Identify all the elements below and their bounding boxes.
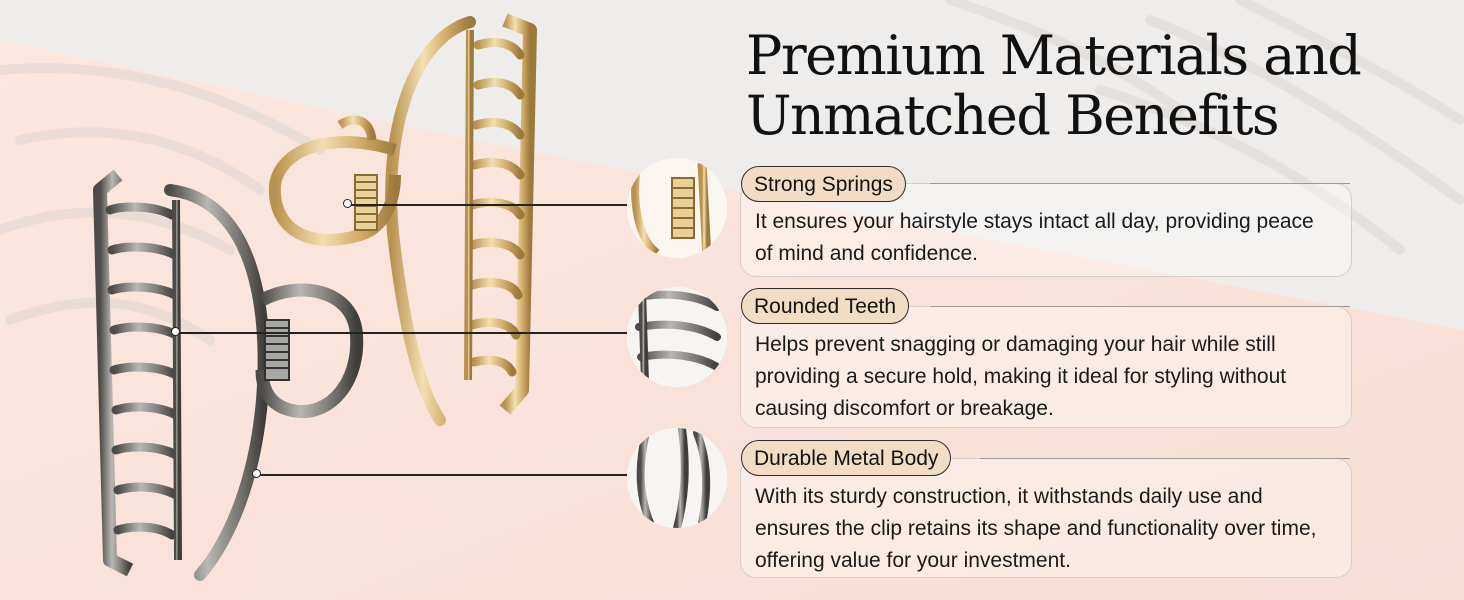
connector-dot-body (252, 469, 261, 478)
title-line-2: Unmatched Benefits (746, 84, 1280, 147)
feature-description: Helps prevent snagging or damaging your … (755, 333, 1287, 420)
connector-dot-springs (343, 199, 352, 208)
teeth-closeup-icon (627, 287, 727, 387)
pill-divider (980, 458, 1350, 459)
feature-card-strong-springs: It ensures your hairstyle stays intact a… (740, 183, 1352, 277)
page-title: Premium Materials and Unmatched Benefits (746, 26, 1386, 146)
pill-divider (930, 183, 1350, 184)
feature-description: With its sturdy construction, it withsta… (755, 485, 1317, 572)
connector-line-body (258, 474, 627, 476)
feature-label-rounded-teeth: Rounded Teeth (741, 288, 910, 324)
feature-card-rounded-teeth: Helps prevent snagging or damaging your … (740, 306, 1352, 428)
pill-divider (930, 306, 1350, 307)
feature-label-strong-springs: Strong Springs (741, 166, 906, 202)
feature-label-durable-metal-body: Durable Metal Body (741, 440, 952, 476)
leaf-shadow (0, 0, 1464, 345)
title-line-1: Premium Materials and (746, 24, 1362, 87)
metal-body-closeup-icon (627, 428, 727, 528)
silver-claw-clip (93, 169, 364, 581)
connector-line-springs (349, 204, 627, 206)
feature-description: It ensures your hairstyle stays intact a… (755, 210, 1314, 265)
spring-closeup-icon (627, 158, 727, 258)
connector-dot-teeth (171, 327, 180, 336)
gold-claw-clip (268, 13, 537, 426)
connector-line-teeth (177, 332, 627, 334)
feature-card-durable-metal-body: With its sturdy construction, it withsta… (740, 458, 1352, 578)
